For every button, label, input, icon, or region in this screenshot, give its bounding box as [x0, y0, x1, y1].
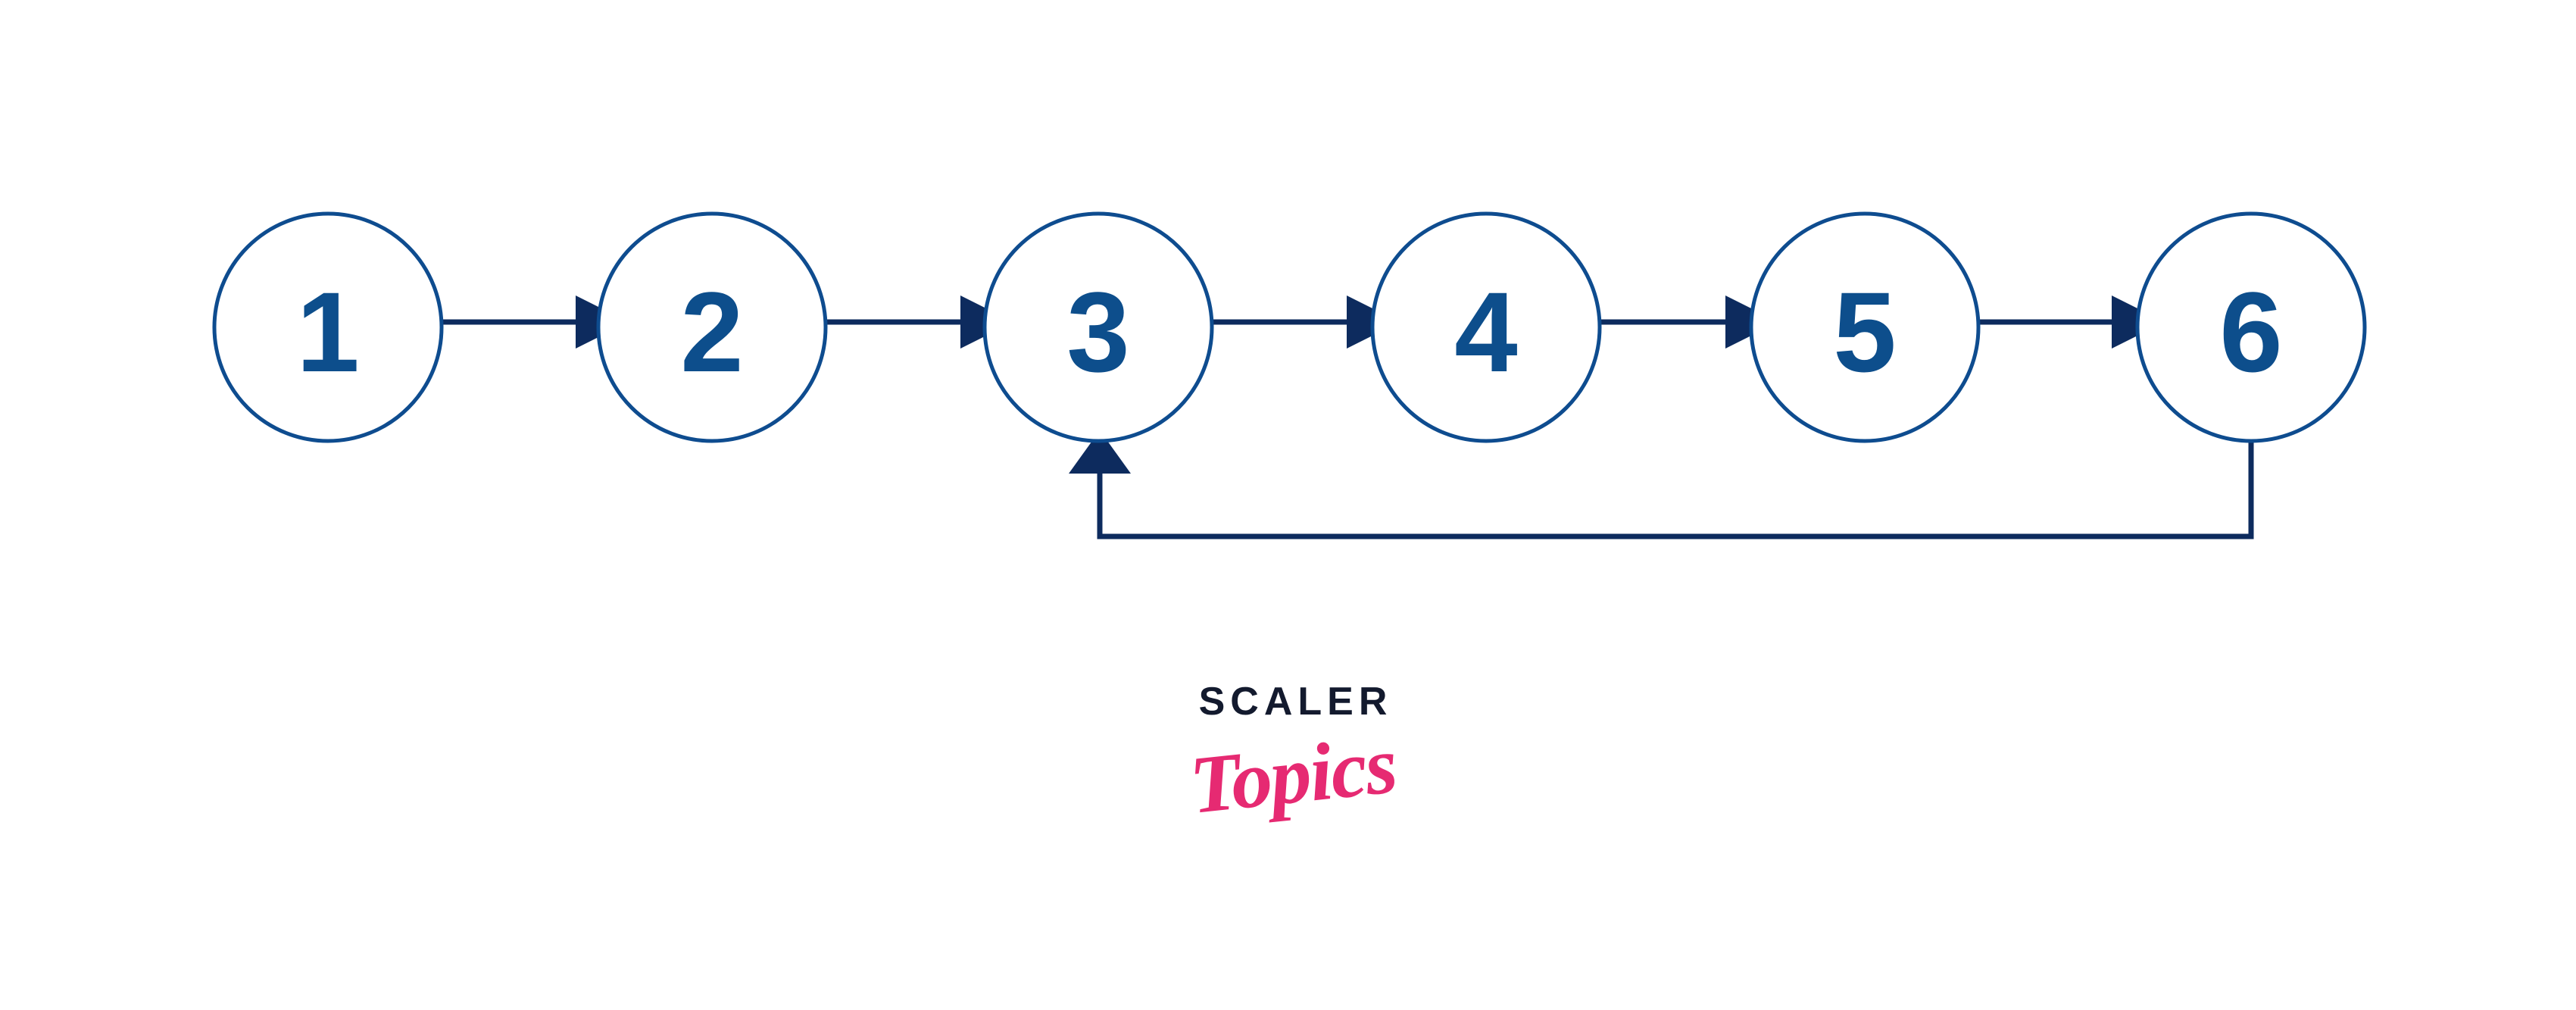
- node-3[interactable]: 3: [982, 211, 1214, 443]
- node-4[interactable]: 4: [1370, 211, 1602, 443]
- logo-script-topics: Topics: [1185, 720, 1400, 831]
- node-6-label: 6: [2219, 268, 2282, 396]
- node-5-circle[interactable]: [1749, 211, 1981, 443]
- node-2[interactable]: 2: [596, 211, 828, 443]
- node-5[interactable]: 5: [1749, 211, 1981, 443]
- node-4-label: 4: [1454, 268, 1517, 396]
- node-2-label: 2: [680, 268, 743, 396]
- node-4-circle[interactable]: [1370, 211, 1602, 443]
- node-3-circle[interactable]: [982, 211, 1214, 443]
- node-1[interactable]: 1: [212, 211, 444, 443]
- scaler-topics-logo: SCALER Topics: [1176, 682, 1410, 856]
- node-6-circle[interactable]: [2135, 211, 2367, 443]
- node-2-circle[interactable]: [596, 211, 828, 443]
- node-3-label: 3: [1066, 268, 1129, 396]
- node-1-circle[interactable]: [212, 211, 444, 443]
- node-1-label: 1: [296, 268, 359, 396]
- edge-6-to-3-feedback: [1069, 430, 2254, 539]
- logo-wordmark: SCALER: [1198, 680, 1393, 724]
- node-6[interactable]: 6: [2135, 211, 2367, 443]
- node-5-label: 5: [1833, 268, 1896, 396]
